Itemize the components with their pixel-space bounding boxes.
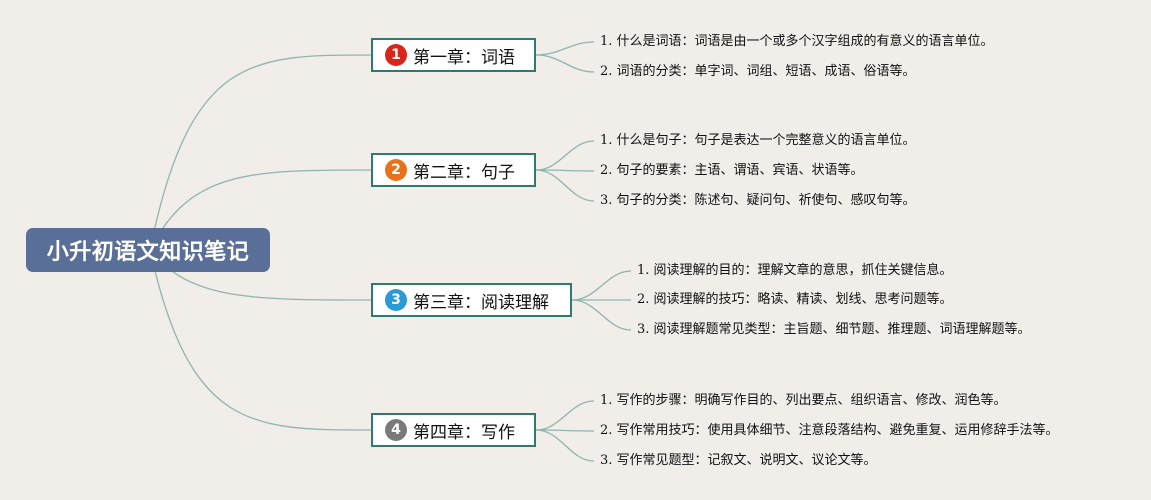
chapter-4-item-3[interactable]: 3. 写作常见题型：记叙文、说明文、议论文等。: [600, 453, 877, 468]
chapter-1-item-2[interactable]: 2. 词语的分类：单字词、词组、短语、成语、俗语等。: [600, 64, 916, 79]
chapter-3-node[interactable]: 3 第三章：阅读理解: [371, 283, 572, 317]
chapter-3-to-item-1-line: [571, 270, 632, 301]
chapter-4-to-item-1-line: [535, 400, 595, 431]
chapter-1-to-item-2-line: [535, 54, 595, 73]
root-to-chapter-2-line: [149, 169, 372, 251]
root-to-chapter-4-line: [149, 249, 372, 431]
root-node[interactable]: 小升初语文知识笔记: [26, 228, 270, 272]
chapter-4-number-badge: 4: [385, 419, 407, 441]
chapter-3-item-2[interactable]: 2. 阅读理解的技巧：略读、精读、划线、思考问题等。: [637, 292, 953, 307]
chapter-1-to-item-1-line: [535, 41, 595, 56]
chapter-2-to-item-1-line: [535, 140, 595, 171]
chapter-1-node[interactable]: 1 第一章：词语: [371, 38, 536, 72]
chapter-4-node[interactable]: 4 第四章：写作: [371, 413, 536, 447]
chapter-4-to-item-3-line: [535, 429, 595, 462]
chapter-3-to-item-3-line: [571, 299, 632, 331]
chapter-4-label: 第四章：写作: [413, 422, 515, 443]
root-to-chapter-1-line: [149, 54, 372, 251]
chapter-3-item-1[interactable]: 1. 阅读理解的目的：理解文章的意思，抓住关键信息。: [637, 263, 953, 278]
chapter-2-to-item-3-line: [535, 169, 595, 202]
chapter-2-label: 第二章：句子: [413, 162, 515, 183]
chapter-1-label: 第一章：词语: [413, 47, 515, 68]
chapter-2-number-badge: 2: [385, 159, 407, 181]
chapter-4-item-2[interactable]: 2. 写作常用技巧：使用具体细节、注意段落结构、避免重复、运用修辞手法等。: [600, 423, 1059, 438]
root-title: 小升初语文知识笔记: [46, 240, 250, 265]
chapter-1-item-1[interactable]: 1. 什么是词语：词语是由一个或多个汉字组成的有意义的语言单位。: [600, 34, 994, 49]
chapter-2-item-3[interactable]: 3. 句子的分类：陈述句、疑问句、祈使句、感叹句等。: [600, 193, 916, 208]
chapter-2-item-1[interactable]: 1. 什么是句子：句子是表达一个完整意义的语言单位。: [600, 133, 916, 148]
chapter-3-label: 第三章：阅读理解: [413, 292, 549, 313]
chapter-3-number-badge: 3: [385, 289, 407, 311]
chapter-2-item-2[interactable]: 2. 句子的要素：主语、谓语、宾语、状语等。: [600, 163, 864, 178]
chapter-1-number-badge: 1: [385, 44, 407, 66]
chapter-2-node[interactable]: 2 第二章：句子: [371, 153, 536, 187]
chapter-4-item-1[interactable]: 1. 写作的步骤：明确写作目的、列出要点、组织语言、修改、润色等。: [600, 393, 1007, 408]
chapter-3-item-3[interactable]: 3. 阅读理解题常见类型：主旨题、细节题、推理题、词语理解题等。: [637, 322, 1031, 337]
